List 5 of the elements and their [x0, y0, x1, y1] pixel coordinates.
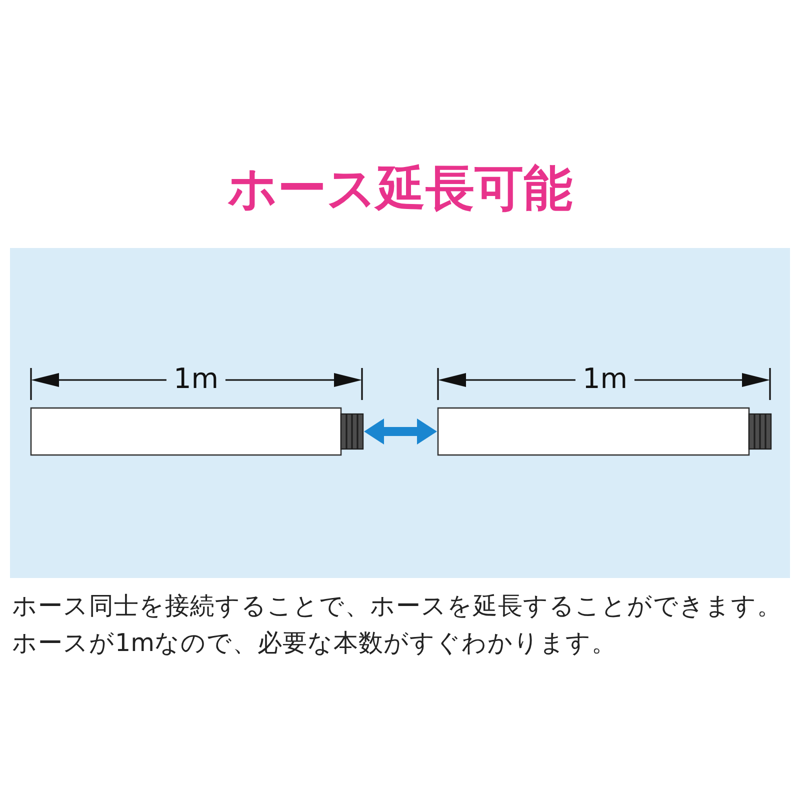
- double-arrow: [364, 418, 437, 444]
- title: ホース延長可能: [226, 159, 574, 219]
- caption-text: ホース同士を接続することで、ホースを延長することができます。ホースが1mなので、必要な本数がすぐわかります。: [12, 590, 783, 659]
- hose: [30, 407, 364, 456]
- hose: [437, 407, 772, 456]
